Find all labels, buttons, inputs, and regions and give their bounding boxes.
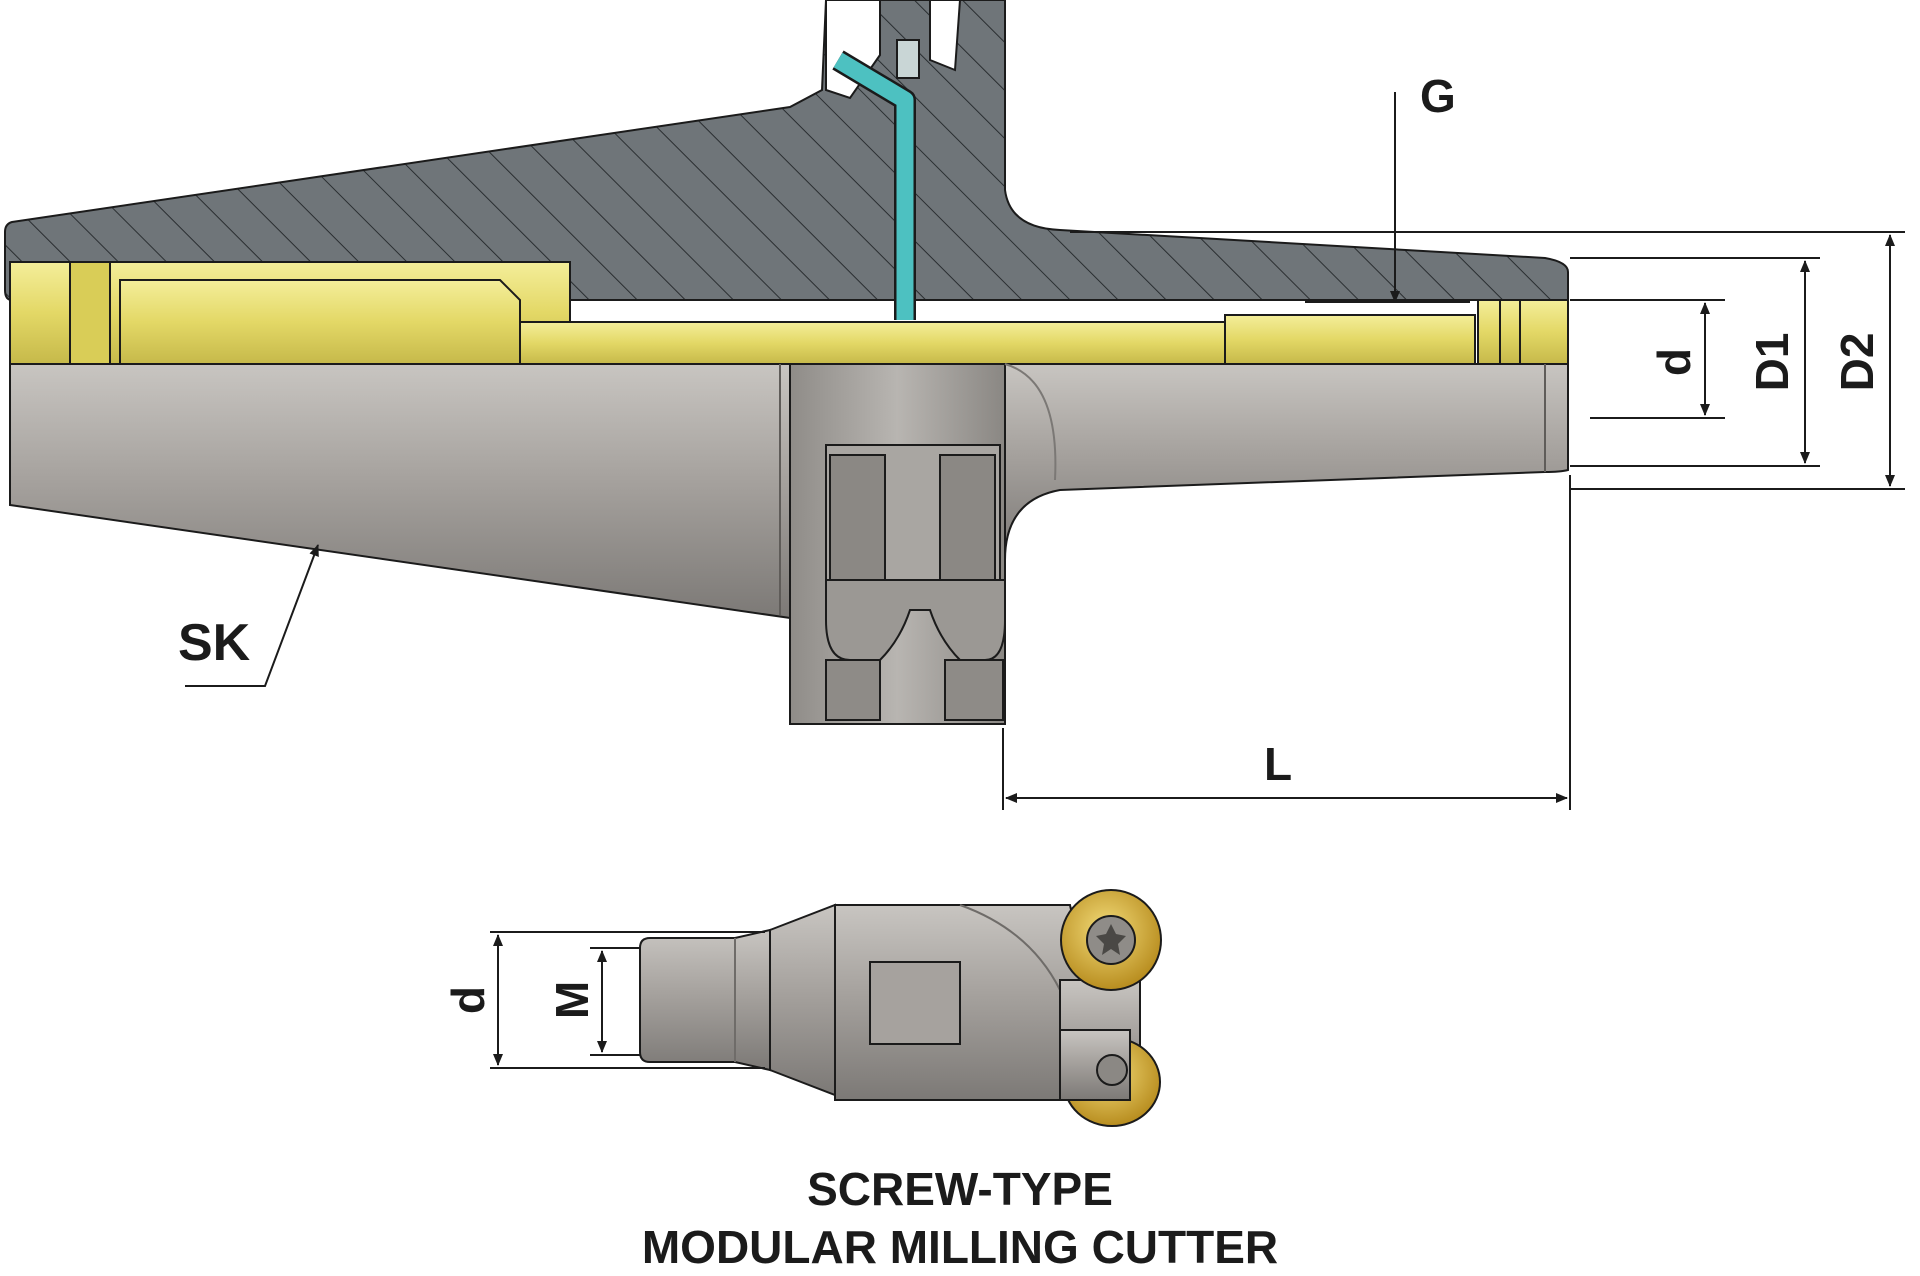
label-d2: D2 xyxy=(1831,333,1883,392)
label-sk: SK xyxy=(178,614,251,672)
label-m: M xyxy=(546,981,598,1019)
caption-line-1: SCREW-TYPE xyxy=(807,1163,1113,1215)
torx-icon xyxy=(1096,924,1126,955)
dimension-lines xyxy=(185,92,1905,810)
milling-cutter xyxy=(639,889,1162,1127)
label-d1: D1 xyxy=(1746,333,1798,392)
coolant-plug xyxy=(896,39,920,79)
coolant-channel xyxy=(832,39,920,320)
flange xyxy=(789,363,1006,725)
label-d-lower: d xyxy=(442,986,494,1014)
brass-bore xyxy=(9,261,1569,365)
screw-head-icon xyxy=(1096,1054,1128,1086)
caption-line-2: MODULAR MILLING CUTTER xyxy=(641,1221,1279,1273)
label-l: L xyxy=(1264,738,1292,790)
cutter-thread-shank xyxy=(639,928,771,1072)
label-d-upper: d xyxy=(1648,348,1700,376)
label-g: G xyxy=(1420,70,1456,122)
extension-neck xyxy=(1004,363,1569,561)
holder-section-hatched xyxy=(4,0,1569,301)
cutter-dimension-lines xyxy=(490,931,765,1069)
taper-shank xyxy=(9,363,791,620)
cutter-flat xyxy=(869,961,961,1045)
